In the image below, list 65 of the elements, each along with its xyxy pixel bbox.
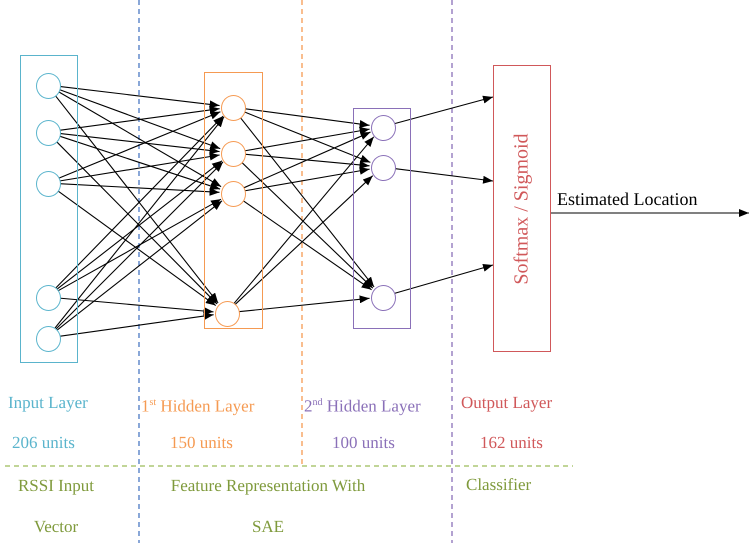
arrow: [244, 108, 370, 128]
layer-name: 2$^{nd}$ Hidden Layer: [304, 396, 421, 417]
arrow: [54, 94, 219, 304]
arrow: [244, 126, 370, 152]
neuron-circle: [36, 171, 60, 197]
neuron-circle: [220, 141, 246, 167]
unit-count: 100 units: [332, 433, 395, 453]
arrow: [243, 132, 371, 188]
arrow: [234, 136, 374, 304]
arrow: [238, 295, 370, 312]
arrow: [58, 135, 220, 190]
neuron-circle: [214, 301, 240, 327]
arrow: [240, 161, 374, 289]
layer-box: [20, 55, 78, 363]
neuron-circle: [36, 285, 60, 311]
layer-box: [353, 108, 411, 329]
arrow: [58, 111, 221, 179]
stage-description: RSSI Input Vector: [16, 475, 96, 538]
layer-box: [204, 72, 263, 329]
layer-name: Output Layer: [461, 393, 552, 413]
arrow: [242, 200, 372, 290]
layer-name: Input Layer: [8, 393, 88, 413]
layer-name: 1$^{st}$ Hidden Layer: [141, 396, 254, 417]
arrow: [58, 90, 222, 188]
arrow: [58, 198, 222, 292]
neuron-circle: [36, 326, 60, 352]
arrow: [243, 111, 371, 163]
arrow: [56, 160, 222, 290]
stage-description: Classifier: [466, 475, 532, 495]
arrow: [59, 183, 220, 196]
arrow: [59, 298, 214, 315]
arrow: [59, 152, 220, 182]
neuron-circle: [220, 95, 246, 121]
stage-description: Feature Representation With SAE: [170, 475, 366, 538]
arrow: [54, 116, 224, 328]
arrow: [56, 140, 218, 304]
neuron-circle: [370, 155, 396, 181]
neuron-circle: [370, 285, 396, 311]
neuron-circle: [36, 120, 60, 146]
neuron-circle: [370, 115, 396, 141]
arrow: [56, 190, 216, 306]
edge-label: Estimated Location: [557, 189, 698, 209]
arrow: [551, 209, 749, 217]
arrow: [58, 88, 220, 150]
unit-count: 150 units: [170, 433, 233, 453]
arrow: [59, 86, 220, 108]
neuron-circle: [36, 73, 60, 99]
arrow: [56, 200, 222, 331]
unit-count: 206 units: [12, 433, 75, 453]
arrow: [59, 312, 214, 337]
neuron-circle: [220, 181, 246, 207]
arrow: [394, 168, 494, 184]
unit-count: 162 units: [480, 433, 543, 453]
arrow: [234, 175, 374, 305]
arrow: [394, 96, 494, 124]
layer-function-text: Softmax / Sigmoid: [510, 132, 534, 284]
arrow: [59, 106, 220, 131]
arrow: [394, 264, 494, 294]
arrow: [240, 116, 374, 288]
arrow: [244, 154, 370, 169]
output-layer-box: [493, 65, 551, 352]
arrow: [244, 166, 370, 192]
arrow: [56, 162, 224, 330]
arrow: [56, 116, 224, 288]
arrow: [59, 132, 220, 154]
